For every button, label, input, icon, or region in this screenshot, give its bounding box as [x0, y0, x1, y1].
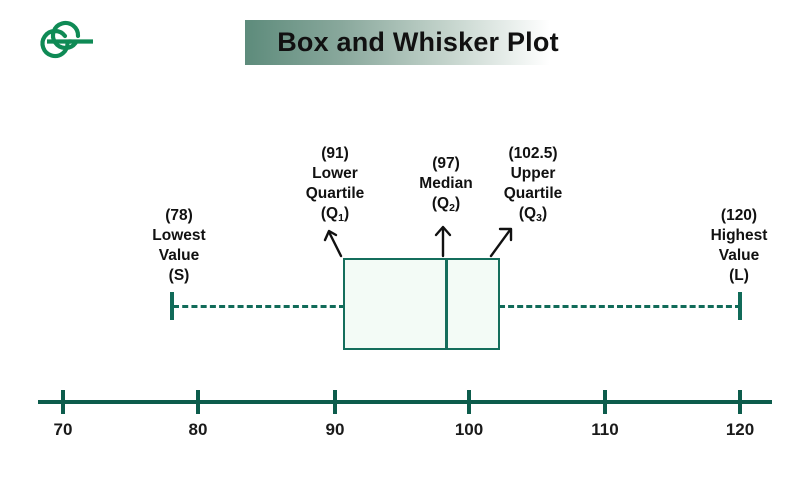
q1-sym-open: (Q	[320, 205, 339, 222]
arrow-up-icon	[434, 225, 452, 258]
callout-lower-quartile-number: (91)	[321, 145, 349, 162]
callout-lowest-value: (78) Lowest Value (S)	[118, 206, 240, 286]
interquartile-box	[343, 258, 500, 350]
axis-tick-label-70: 70	[53, 420, 73, 439]
callout-lowest-value-line1: Lowest	[152, 227, 206, 244]
axis-tick-90	[333, 390, 337, 414]
whisker-cap-max	[738, 292, 742, 320]
axis-tick-label-90: 90	[325, 420, 345, 439]
callout-upper-quartile-number: (102.5)	[508, 145, 558, 162]
axis-tick-120	[738, 390, 742, 414]
whisker-cap-min	[170, 292, 174, 320]
callout-median-symbol: (Q2)	[400, 194, 492, 215]
title-banner: Box and Whisker Plot	[245, 20, 591, 65]
callout-upper-quartile-line2: Quartile	[503, 185, 563, 202]
callout-lowest-value-line2: Value	[158, 247, 200, 264]
arrow-up-left-icon	[323, 229, 343, 258]
q1-sym-sub: 1	[338, 212, 344, 224]
callout-lower-quartile: (91) Lower Quartile (Q1)	[276, 144, 394, 225]
callout-highest-value: (120) Highest Value (L)	[678, 206, 800, 286]
median-line	[445, 258, 448, 350]
callout-median-number: (97)	[432, 155, 460, 172]
callout-lower-quartile-line1: Lower	[312, 165, 358, 182]
whisker-left	[173, 305, 345, 308]
callout-upper-quartile-line1: Upper	[510, 165, 556, 182]
axis-tick-70	[61, 390, 65, 414]
axis-tick-label-120: 120	[725, 420, 755, 439]
callout-median-line1: Median	[419, 175, 473, 192]
callout-median: (97) Median (Q2)	[400, 154, 492, 215]
q3-sym-open: (Q	[518, 205, 537, 222]
axis-tick-110	[603, 390, 607, 414]
callout-lowest-value-symbol: (S)	[168, 267, 190, 284]
q3-sym-sub: 3	[536, 212, 542, 224]
axis-tick-label-100: 100	[454, 420, 484, 439]
geeksforgeeks-logo	[34, 16, 106, 62]
callout-lower-quartile-symbol: (Q1)	[276, 204, 394, 225]
arrow-up-right-icon	[489, 227, 513, 258]
callout-lower-quartile-line2: Quartile	[305, 185, 365, 202]
x-axis-line	[38, 400, 772, 404]
callout-upper-quartile-symbol: (Q3)	[474, 204, 592, 225]
whisker-right	[499, 305, 741, 308]
callout-lowest-value-number: (78)	[165, 207, 193, 224]
q1-sym-close: )	[343, 205, 350, 222]
q2-sym-open: (Q	[431, 195, 450, 212]
callout-highest-value-number: (120)	[720, 207, 758, 224]
axis-tick-100	[467, 390, 471, 414]
callout-highest-value-line2: Value	[718, 247, 760, 264]
q2-sym-sub: 2	[449, 202, 455, 214]
axis-tick-80	[196, 390, 200, 414]
q3-sym-close: )	[541, 205, 548, 222]
axis-tick-label-80: 80	[188, 420, 208, 439]
callout-upper-quartile: (102.5) Upper Quartile (Q3)	[474, 144, 592, 225]
callout-highest-value-symbol: (L)	[729, 267, 749, 284]
q2-sym-close: )	[454, 195, 461, 212]
page-title: Box and Whisker Plot	[277, 27, 559, 57]
axis-tick-label-110: 110	[591, 420, 619, 439]
callout-highest-value-line1: Highest	[710, 227, 768, 244]
